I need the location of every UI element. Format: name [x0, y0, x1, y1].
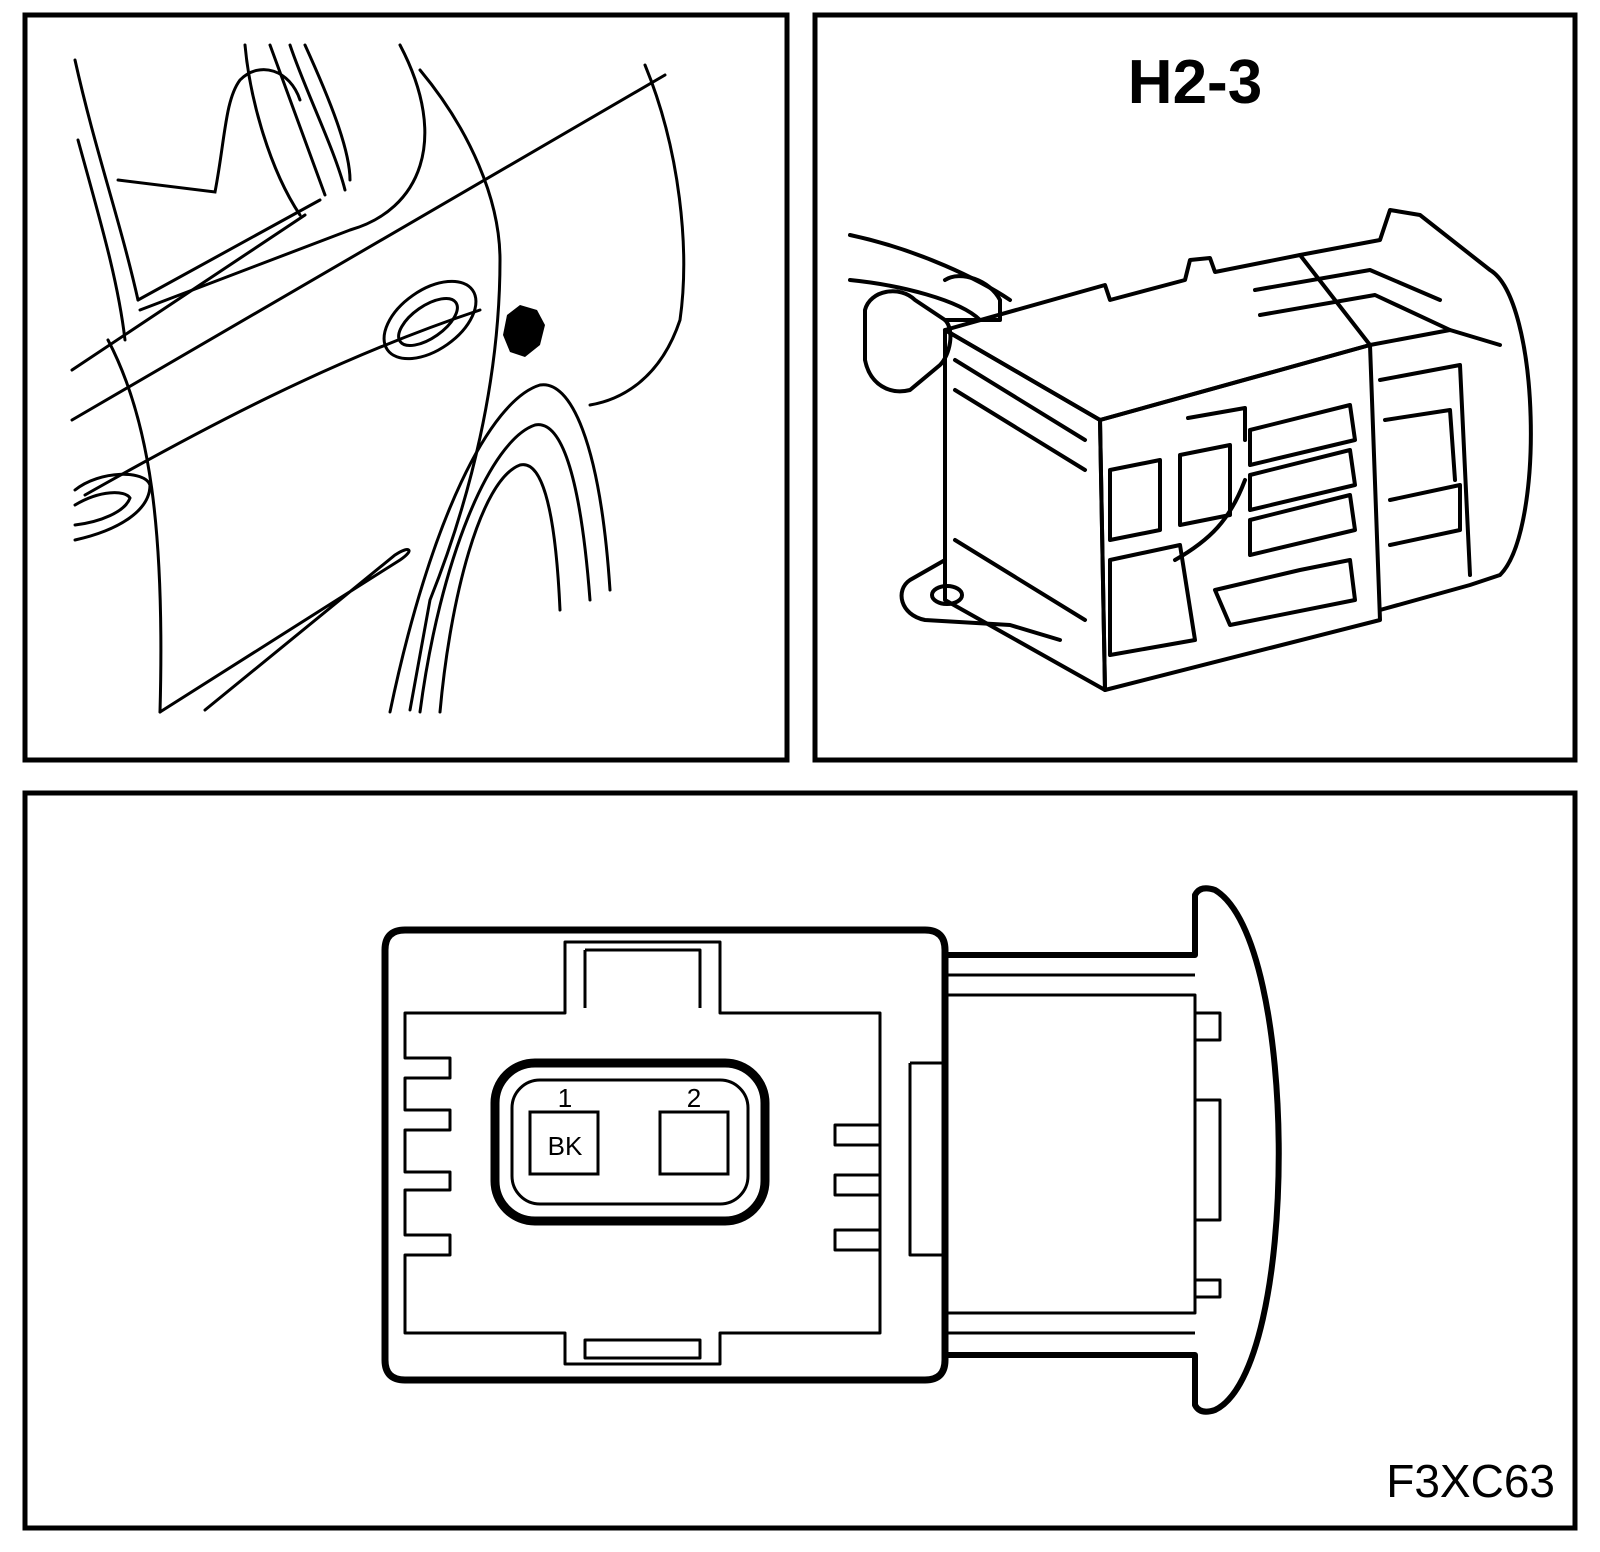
location-panel: [22, 12, 790, 763]
pinout-panel-frame: [22, 790, 1578, 1531]
connector-housing-outline: [381, 926, 949, 1384]
pin-1-wire-color: BK: [548, 1131, 583, 1161]
pin-1: 1 BK: [528, 1083, 600, 1176]
pin-2-number: 2: [687, 1083, 701, 1113]
location-panel-frame: [22, 12, 790, 763]
vehicle-rear-quarter-drawing: [70, 43, 686, 714]
sensor-location-marker: [503, 305, 545, 357]
pinout-panel: 1 BK 2 F3XC63: [22, 790, 1578, 1531]
pin-1-cavity: [528, 1110, 600, 1176]
connector-3d-drawing: [848, 208, 1533, 692]
pin-2: 2: [658, 1083, 730, 1176]
figure-code: F3XC63: [1386, 1455, 1555, 1507]
connector-lock-extension: [908, 885, 1282, 1415]
connector-3d-panel: H2-3: [812, 12, 1578, 763]
terminal-island: [490, 1058, 770, 1226]
connector-id-label: H2-3: [1128, 48, 1262, 117]
pin-2-cavity: [658, 1110, 730, 1176]
connector-face-drawing: [381, 926, 949, 1384]
pin-1-number: 1: [558, 1083, 572, 1113]
